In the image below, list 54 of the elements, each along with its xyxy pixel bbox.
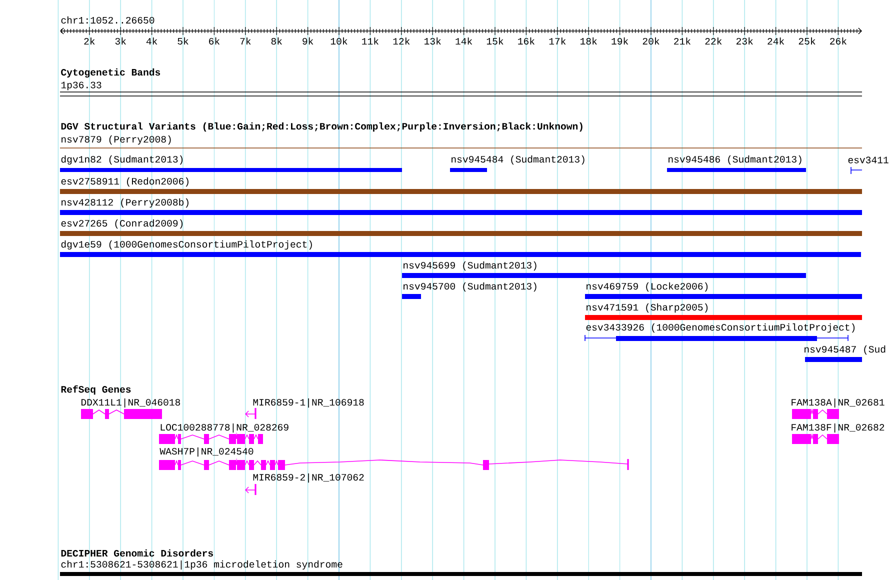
tick-label: 10k [330,37,348,45]
track-label: MIR6859-1|NR_106918 [253,398,364,408]
track-label: LOC100288778|NR_028269 [160,423,288,433]
tick-label: 2k [84,37,95,45]
tick-label: 12k [393,37,410,45]
tick-label: 16k [518,37,535,45]
track-label: nsv7879 (Perry2008) [62,135,171,145]
track-label: nsv945484 (Sudmant2013) [452,155,584,165]
track-label: nsv945700 (Sudmant2013) [404,282,536,292]
tick-label: 8k [271,37,282,45]
track-label: FAM138A|NR_02681 [792,398,884,408]
tick-label: 18k [580,37,597,45]
track-label: nsv945486 (Sudmant2013) [668,155,802,165]
track-label: esv2758911 (Redon2006) [61,177,188,187]
tick-label: 14k [456,37,472,45]
track-label: esv3433926 (1000GenomesConsortiumPilotProject) [586,323,855,333]
coordinate-label: chr1:1052..26650 [61,16,154,24]
track-label: nsv945487 (Sud [804,345,886,355]
tick-label: 3k [115,37,126,45]
track-label: esv3411 [848,156,888,164]
track-heading: DGV Structural Variants (Blue:Gain;Red:Loss;Brown:Complex;Purple:Inversion;Black:Unknown) [61,122,582,132]
track-label: dgv1n82 (Sudmant2013) [61,155,183,165]
tick-label: 20k [642,37,660,45]
tick-label: 23k [736,37,753,45]
track-label: esv27265 (Conrad2009) [61,219,183,229]
tick-label: 15k [486,37,504,45]
tick-label: 7k [240,37,251,45]
tick-label: 6k [209,37,220,45]
track-label: nsv428112 (Perry2008b) [62,198,188,208]
track-heading: Cytogenetic Bands [61,68,160,78]
track-label: DDX11L1|NR_046018 [81,398,180,408]
tick-label: 11k [362,37,379,45]
tick-label: 4k [146,37,158,45]
track-label: nsv471591 (Sharp2005) [586,303,708,313]
tick-label: 25k [798,37,816,45]
tick-label: 9k [302,37,314,45]
track-label: 1p36.33 [61,82,102,90]
track-label: MIR6859-2|NR_107062 [253,473,364,483]
track-label: WASH7P|NR_024540 [160,447,254,457]
tick-label: 26k [830,37,847,45]
track-label: chr1:5308621-5308621|1p36 microdeletion syndrome [61,560,342,570]
tick-label: 24k [768,37,784,45]
track-heading: RefSeq Genes [61,385,131,395]
track-label: FAM138F|NR_02682 [792,423,884,433]
tick-label: 17k [549,37,566,45]
tick-label: 21k [674,37,691,45]
tick-label: 13k [424,37,441,45]
tick-label: 22k [705,37,722,45]
track-heading: DECIPHER Genomic Disorders [61,549,213,557]
tick-label: 19k [612,37,628,45]
tick-label: 5k [178,37,188,45]
track-label: dgv1e59 (1000GenomesConsortiumPilotProject) [61,240,312,250]
track-label: nsv469759 (Locke2006) [586,282,708,292]
track-label: nsv945699 (Sudmant2013) [404,261,536,271]
